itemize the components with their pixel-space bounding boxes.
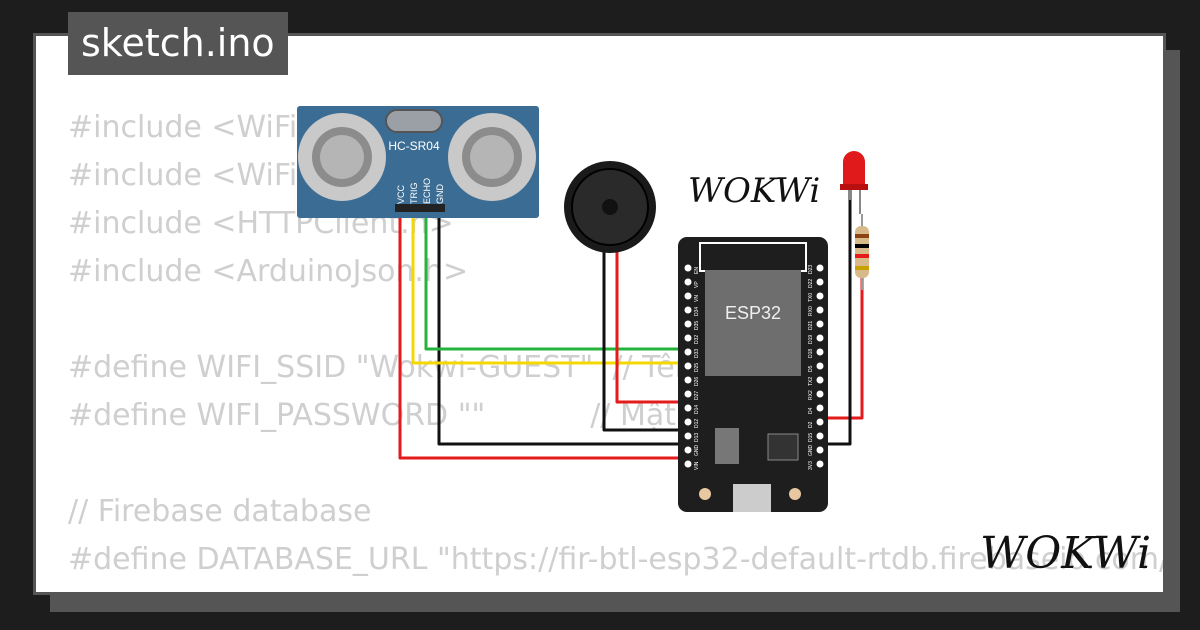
- wire-gnd-black: [437, 208, 688, 446]
- wire-led-black: [820, 190, 852, 446]
- esp32-pin: [816, 306, 824, 314]
- esp32-pin-label: D26: [694, 377, 700, 386]
- esp32-pin: [684, 362, 692, 370]
- buzzer: [564, 161, 656, 253]
- esp32-pin-label: VIN: [694, 461, 700, 470]
- esp32-pin-label: D15: [808, 433, 814, 442]
- hc-sr04-label: HC-SR04: [388, 139, 440, 153]
- esp32-pin-label: D14: [694, 405, 700, 414]
- wokwi-corner-logo: WOKWi: [980, 528, 1151, 579]
- esp32-pin-label: D4: [808, 407, 814, 414]
- esp32-pin-label: D25: [694, 363, 700, 372]
- pin-label-trig: TRIG: [409, 183, 419, 205]
- esp32-pin: [816, 348, 824, 356]
- esp32-pin: [684, 390, 692, 398]
- esp32-pin-label: D32: [694, 335, 700, 344]
- wire-buzzer-red: [615, 252, 688, 404]
- esp32-pin: [816, 278, 824, 286]
- esp32-pin: [684, 432, 692, 440]
- esp32-pin: [684, 334, 692, 342]
- resistor: [855, 214, 869, 290]
- esp32-pin: [816, 376, 824, 384]
- wire-led-red: [820, 276, 864, 420]
- esp32-pin-label: D33: [694, 349, 700, 358]
- esp32-pin: [816, 418, 824, 426]
- esp32-pin-label: VN: [694, 295, 700, 302]
- esp32-label: ESP32: [725, 303, 781, 323]
- esp32-pin-label: D2: [808, 421, 814, 428]
- esp32-pin: [684, 404, 692, 412]
- esp32-pin-label: RX0: [808, 306, 814, 316]
- wire-vcc-red: [398, 208, 688, 460]
- esp32-pin: [684, 264, 692, 272]
- hc-sr04-sensor: HC-SR04 VCC TRIG ECHO GND: [297, 106, 539, 218]
- esp32-pin-label: D27: [694, 391, 700, 400]
- esp32-pin-label: D19: [808, 335, 814, 344]
- esp32-pin: [816, 432, 824, 440]
- esp32-pin-label: D23: [808, 265, 814, 274]
- esp32-pin-label: TX2: [808, 377, 814, 386]
- esp32-pin-label: D18: [808, 349, 814, 358]
- pin-label-vcc: VCC: [396, 184, 406, 204]
- esp32-pin: [816, 264, 824, 272]
- esp32-pin: [684, 292, 692, 300]
- esp32-pin: [684, 418, 692, 426]
- esp32-pin: [816, 320, 824, 328]
- esp32-pin-label: RX2: [808, 390, 814, 400]
- pin-label-gnd: GND: [435, 184, 445, 205]
- wokwi-circuit-logo: WOKWi: [688, 171, 820, 211]
- esp32-pin: [684, 278, 692, 286]
- esp32-pin: [684, 320, 692, 328]
- esp32-pin-label: GND: [694, 445, 700, 457]
- esp32-pin: [684, 446, 692, 454]
- esp32-pin-label: VP: [694, 281, 700, 288]
- esp32-pin-label: EN: [694, 267, 700, 274]
- file-tab[interactable]: sketch.ino: [68, 12, 288, 75]
- esp32-pin-label: D12: [694, 419, 700, 428]
- esp32-pin: [684, 348, 692, 356]
- esp32-pin-label: GND: [808, 445, 814, 457]
- esp32-pin-label: D35: [694, 321, 700, 330]
- esp32-pin: [816, 292, 824, 300]
- esp32-pin-label: D21: [808, 321, 814, 330]
- esp32-pin-label: D22: [808, 279, 814, 288]
- esp32-pin: [816, 390, 824, 398]
- esp32-pin: [816, 334, 824, 342]
- esp32-pin-label: D5: [808, 365, 814, 372]
- esp32-board: ESP32 ENVPVND34D35D32D33D25D26D27D14D12D…: [678, 237, 828, 512]
- esp32-pin: [684, 306, 692, 314]
- esp32-pin: [684, 376, 692, 384]
- wire-buzzer-black: [602, 252, 688, 432]
- esp32-pin: [816, 404, 824, 412]
- red-led: [840, 151, 868, 214]
- esp32-pin: [816, 362, 824, 370]
- esp32-pin-label: TX0: [808, 293, 814, 302]
- esp32-pin-label: 3V3: [808, 461, 814, 470]
- esp32-pin: [816, 460, 824, 468]
- esp32-pin-label: D13: [694, 433, 700, 442]
- esp32-pin-label: D34: [694, 307, 700, 316]
- pin-label-echo: ECHO: [422, 178, 432, 204]
- esp32-pin: [684, 460, 692, 468]
- esp32-pin: [816, 446, 824, 454]
